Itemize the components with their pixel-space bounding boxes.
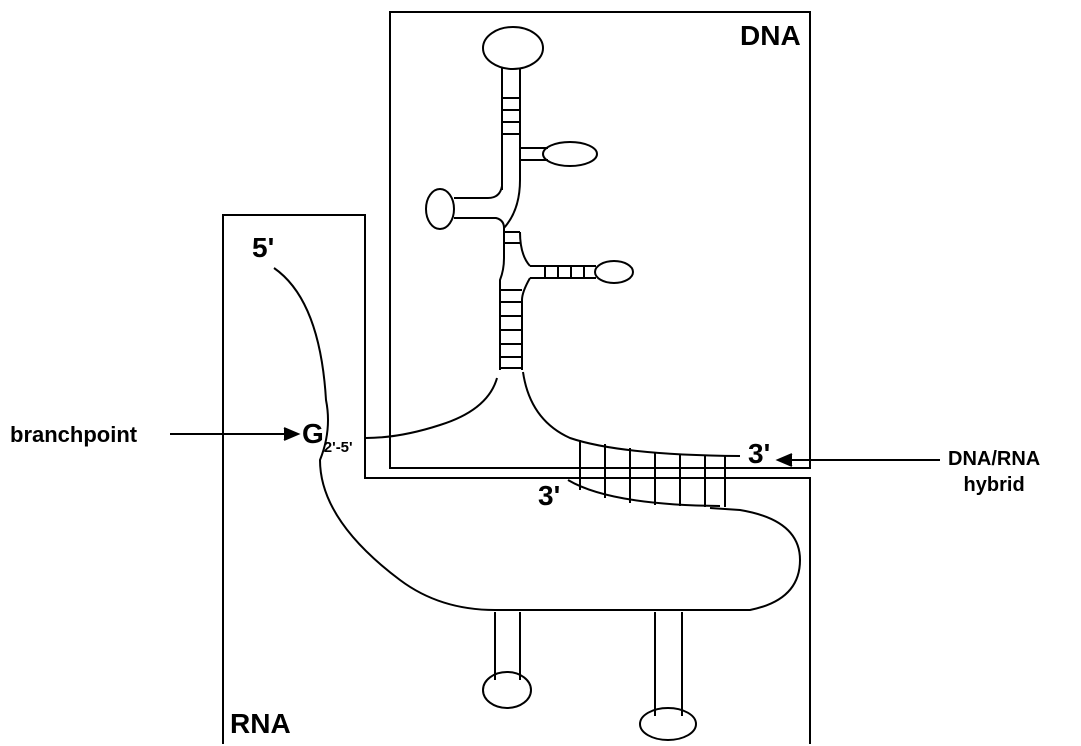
dna-label: DNA — [740, 20, 801, 52]
rna-strand-main — [274, 268, 800, 610]
hybrid-arrow — [778, 454, 940, 466]
dna-right-loop-lower — [530, 261, 633, 283]
dna-strand-to-branch — [366, 378, 497, 438]
dna-right-loop-upper — [520, 142, 597, 166]
hybrid-base-pairs — [580, 440, 725, 507]
g-letter: G — [302, 418, 324, 449]
dna-top-hairpin — [483, 27, 543, 190]
rna-left-hairpin — [483, 612, 531, 708]
three-prime-dna-label: 3' — [748, 438, 770, 470]
dna-middle-stem — [500, 228, 530, 370]
hybrid-label-line1: DNA/RNA — [948, 446, 1040, 472]
dna-left-loop — [426, 180, 520, 229]
branchpoint-arrow — [170, 428, 298, 440]
dna-strand-to-3prime — [523, 372, 740, 456]
rna-right-hairpin — [640, 612, 696, 740]
dna-domain-box — [390, 12, 810, 468]
rna-domain-outline — [223, 215, 810, 744]
g-subscript: 2'-5' — [324, 439, 353, 456]
hybrid-label: DNA/RNA hybrid — [948, 446, 1040, 498]
hybrid-label-line2: hybrid — [948, 472, 1040, 498]
rna-label: RNA — [230, 708, 291, 740]
dna-lower-stem-rungs — [500, 290, 522, 368]
five-prime-label: 5' — [252, 232, 274, 264]
branchpoint-label: branchpoint — [10, 422, 137, 448]
g-nucleotide-label: G2'-5' — [302, 418, 353, 456]
rna-hybrid-strand — [568, 480, 720, 506]
three-prime-rna-label: 3' — [538, 480, 560, 512]
